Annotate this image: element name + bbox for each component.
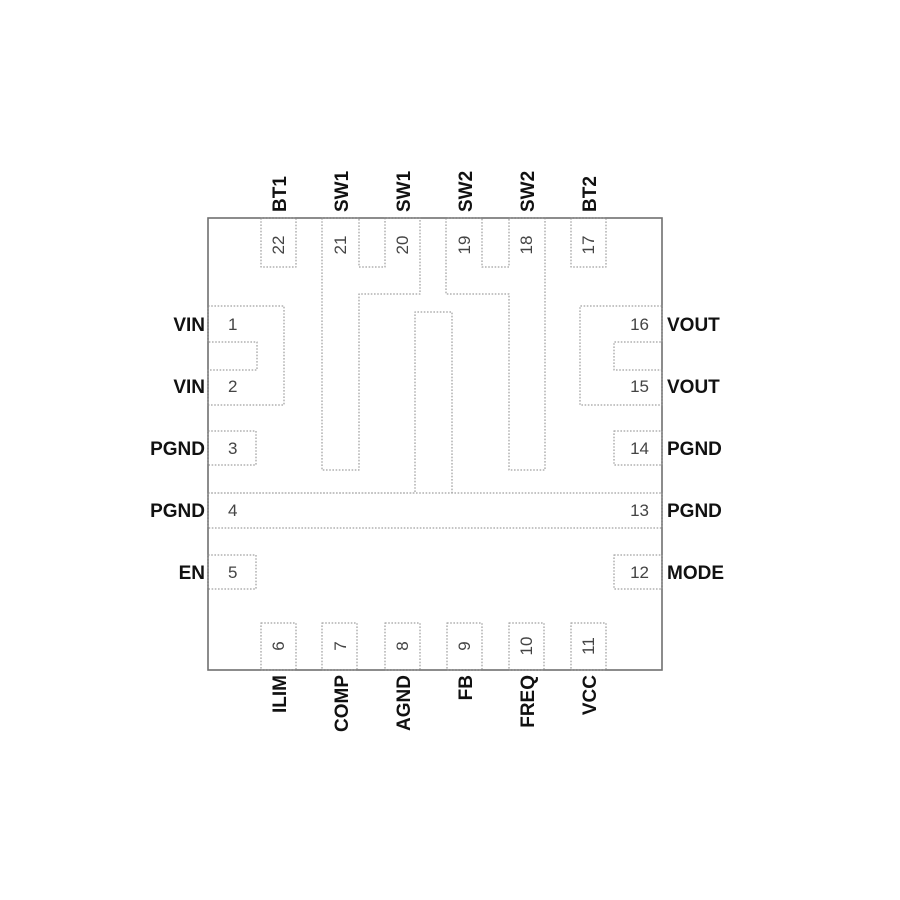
pin-number: 6 <box>269 641 288 650</box>
pin-label-sw2: SW2 <box>518 171 539 212</box>
pin-number: 2 <box>228 377 237 396</box>
pin-label-freq: FREQ <box>518 675 539 728</box>
pgnd-pad-3 <box>207 430 257 466</box>
pin-number: 8 <box>393 641 412 650</box>
pin-number: 16 <box>630 315 649 334</box>
pin-number: 20 <box>393 236 412 255</box>
ilim-pad <box>260 622 297 671</box>
pin-label-ilim: ILIM <box>270 675 291 713</box>
pin-number: 5 <box>228 563 237 582</box>
en-pad <box>207 554 257 590</box>
vcc-pad <box>570 622 607 671</box>
pin-label-bt2: BT2 <box>580 176 601 212</box>
sw2-pad <box>445 217 546 471</box>
fb-pad <box>446 622 483 671</box>
pin-number: 18 <box>517 236 536 255</box>
pin-names: VIN VIN PGND PGND EN ILIM COMP AGND FB F… <box>150 170 724 732</box>
pin-numbers: 1 2 3 4 5 6 7 8 9 10 11 12 13 14 15 16 1… <box>228 236 649 656</box>
pin-number: 19 <box>455 236 474 255</box>
pin-label-bt1: BT1 <box>270 176 291 212</box>
pin-label-vout: VOUT <box>667 377 720 398</box>
pin-label-vin: VIN <box>173 377 205 398</box>
pin-number: 3 <box>228 439 237 458</box>
pin-number: 9 <box>455 641 474 650</box>
pin-number: 13 <box>630 501 649 520</box>
pin-label-mode: MODE <box>667 563 724 584</box>
pin-label-pgnd: PGND <box>667 501 722 522</box>
pin-number: 22 <box>269 236 288 255</box>
pin-number: 10 <box>517 637 536 656</box>
pin-label-sw1: SW1 <box>394 170 415 212</box>
pin-label-sw2: SW2 <box>456 171 477 212</box>
pgnd-pad-14 <box>613 430 663 466</box>
vin-pad <box>207 305 285 406</box>
pin-label-sw1: SW1 <box>332 170 353 212</box>
pin-number: 1 <box>228 315 237 334</box>
pin-label-fb: FB <box>456 675 477 700</box>
pin-label-vin: VIN <box>173 315 205 336</box>
pin-label-vout: VOUT <box>667 315 720 336</box>
vout-pad <box>579 305 663 406</box>
agnd-pad <box>384 622 421 671</box>
pgnd-center-trace <box>208 311 453 494</box>
pin-number: 15 <box>630 377 649 396</box>
package-outline <box>207 217 663 671</box>
mode-pad <box>613 554 663 590</box>
pin-label-en: EN <box>179 563 205 584</box>
pin-number: 17 <box>579 236 598 255</box>
pin-label-vcc: VCC <box>580 675 601 715</box>
pin-label-pgnd: PGND <box>150 501 205 522</box>
pin-label-pgnd: PGND <box>150 439 205 460</box>
pin-number: 14 <box>630 439 649 458</box>
pad-outlines <box>207 217 663 671</box>
pin-number: 11 <box>579 637 598 655</box>
pin-number: 7 <box>331 641 350 650</box>
pin-label-comp: COMP <box>332 675 353 732</box>
pin-number: 4 <box>228 501 237 520</box>
sw1-pad <box>321 217 421 471</box>
pin-number: 12 <box>630 563 649 582</box>
bt1-pad <box>260 217 297 268</box>
freq-pad <box>508 622 545 671</box>
comp-pad <box>321 622 358 671</box>
pin-number: 21 <box>331 236 350 255</box>
pgnd-bar-pad <box>207 492 663 529</box>
pin-label-agnd: AGND <box>394 675 415 731</box>
pin-label-pgnd: PGND <box>667 439 722 460</box>
bt2-pad <box>570 217 607 268</box>
